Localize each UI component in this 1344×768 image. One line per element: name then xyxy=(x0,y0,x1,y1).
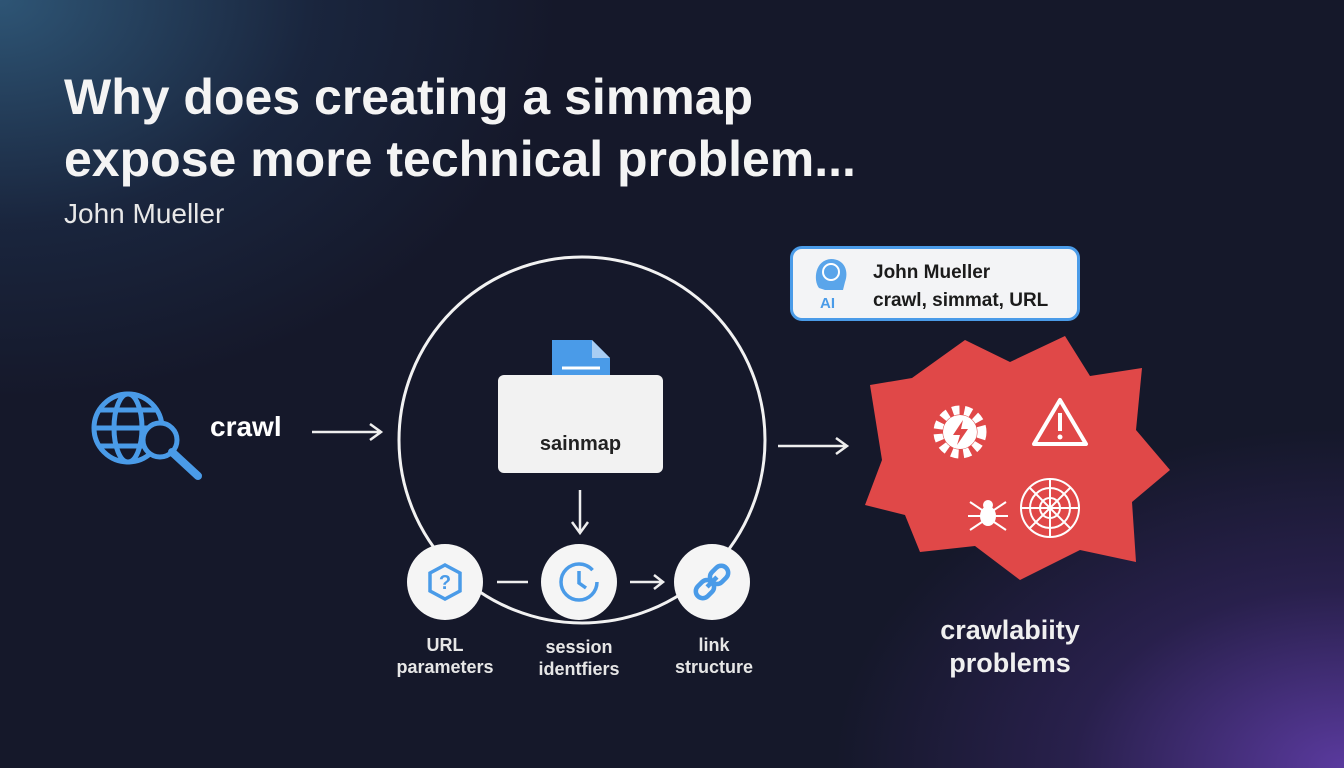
globe-search-icon xyxy=(91,391,202,480)
sitemap-card: sainmap xyxy=(498,375,663,473)
link-icon xyxy=(693,563,731,601)
gear-icon xyxy=(933,405,987,459)
ai-card-name: John Mueller xyxy=(873,262,991,283)
ai-brain-icon xyxy=(815,259,847,290)
author-name: John Mueller xyxy=(64,198,225,229)
arrow-node2-node3 xyxy=(630,574,666,590)
process-circle xyxy=(397,255,767,625)
url-parameters-node: ? xyxy=(407,544,483,620)
web-icon xyxy=(1020,478,1080,538)
question-hexagon-icon: ? xyxy=(428,563,462,601)
ai-badge: AI xyxy=(820,295,835,312)
arrow-crawl xyxy=(312,422,384,442)
warning-icon xyxy=(1032,398,1088,446)
clock-icon xyxy=(559,562,599,602)
link-structure-node xyxy=(674,544,750,620)
ai-info-card: AI John Mueller crawl, simmat, URL xyxy=(790,246,1080,321)
arrow-down xyxy=(570,490,590,536)
svg-text:?: ? xyxy=(439,572,451,594)
session-identifiers-node xyxy=(541,544,617,620)
page-title: Why does creating a simmap expose more t… xyxy=(64,69,856,187)
problem-burst xyxy=(865,336,1170,580)
sitemap-label: sainmap xyxy=(539,433,622,455)
arrows xyxy=(312,422,850,590)
crawl-label: crawl xyxy=(210,411,282,442)
spider-icon xyxy=(968,500,1008,531)
arrow-problems xyxy=(778,436,850,456)
ai-card-keywords: crawl, simmat, URL xyxy=(873,290,1049,311)
